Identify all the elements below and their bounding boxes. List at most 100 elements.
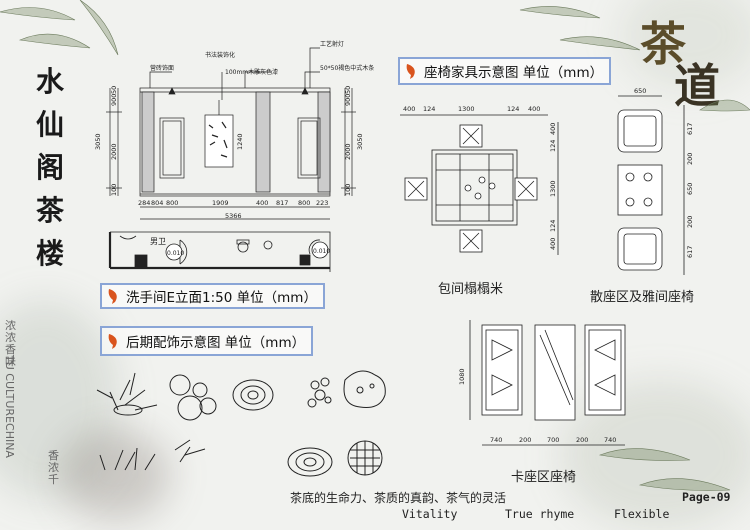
plan-tag: 0.010 (313, 248, 330, 255)
grass-icon (99, 439, 206, 471)
dim-text: 124 (507, 105, 519, 113)
dim-text: 3050 (356, 133, 364, 150)
kazuo-dims: 1080 740 200 700 200 740 (458, 368, 616, 444)
koi-fish-icon (406, 64, 415, 79)
side-text-cn: 浓浓香味 (5, 319, 16, 368)
koi-fish-icon (108, 334, 117, 349)
dim-text: 400 (256, 199, 268, 207)
dim-text: 800 (166, 199, 178, 207)
dim-text: 50 (110, 86, 118, 94)
dim-text: 1240 (236, 133, 244, 150)
tatami-cushions (404, 124, 538, 253)
dim-text: 50 (344, 86, 352, 94)
ink-wash-bg (620, 0, 750, 90)
note-text: 工艺射灯 (320, 40, 344, 48)
pebbles-icon (307, 377, 332, 408)
dim-text: 400 (528, 105, 540, 113)
dim-text: 1909 (212, 199, 229, 207)
dim-text: 650 (634, 87, 646, 95)
dim-text: 617 (686, 123, 694, 135)
section-badge-decor: 后期配饰示意图 单位（mm） (100, 326, 314, 356)
title-char: 茶 (35, 194, 64, 227)
footer-word: Vitality (402, 507, 458, 521)
dim-text: 817 (276, 199, 288, 207)
sanzuo-chairs (617, 95, 685, 275)
dim-text: 740 (490, 436, 502, 444)
plan-tag: 0.010 (167, 250, 184, 257)
dim-text: 200 (686, 153, 694, 165)
tatami-dims: 400 124 1300 124 400 400 124 1300 124 40… (403, 105, 557, 250)
vertical-title: 水 仙 阁 茶 楼 (30, 60, 70, 275)
dim-text: 5366 (225, 212, 242, 220)
note-text: 100mm木雕灰色漆 (225, 68, 278, 76)
side-text-cn2: 香浓千 (48, 449, 59, 486)
dim-text: 804 (151, 199, 163, 207)
logo-char: 茶 (640, 17, 686, 71)
dim-text: 124 (549, 140, 557, 152)
dim-text: 740 (604, 436, 616, 444)
dim-text: 400 (403, 105, 415, 113)
footer-slogan: 茶底的生命力、茶质的真韵、茶气的灵活 (290, 491, 507, 505)
dim-text: 200 (686, 216, 694, 228)
stone-icon (232, 379, 274, 411)
tatami-plan (400, 114, 559, 255)
dim-text: 400 (549, 238, 557, 250)
footer-word: Flexible (614, 507, 670, 521)
dim-text: 124 (423, 105, 435, 113)
section-badge-elevation: 洗手间E立面1:50 单位（mm） (100, 283, 325, 309)
dim-text: 700 (547, 436, 559, 444)
side-text: 浓浓香味 (5, 320, 19, 368)
dim-text: 800 (298, 199, 310, 207)
dim-text: 617 (686, 246, 694, 258)
caption-tatami: 包间榻榻米 (438, 282, 504, 297)
dim-text: 1080 (458, 368, 466, 385)
elevation-notes: 营砖饰面 书法装饰化 100mm木雕灰色漆 工艺射灯 50*50褐色中式木条 (150, 40, 374, 76)
dim-text: 284 (138, 199, 150, 207)
footer-word: True rhyme (505, 507, 575, 521)
dim-text: 1300 (458, 105, 475, 113)
booth-table-icon (534, 324, 576, 421)
section-badge-furniture: 座椅家具示意图 单位（mm） (398, 57, 612, 85)
lattice-window-icon (347, 440, 383, 476)
dim-text: 2000 (110, 143, 118, 160)
dim-text: 900 (110, 94, 118, 106)
decor-sketches (96, 370, 386, 477)
section-title: 后期配饰示意图 单位（mm） (126, 335, 306, 351)
note-text: 50*50褐色中式木条 (320, 64, 374, 72)
logo-char: 道 (674, 59, 720, 113)
plant-icon (96, 372, 158, 416)
dim-text: 900 (344, 94, 352, 106)
sanzuo-dims: 650 617 200 650 200 617 (634, 87, 694, 258)
section-title: 洗手间E立面1:50 单位（mm） (126, 290, 317, 306)
kazuo-booth (469, 320, 626, 446)
side-text: 香浓千 (48, 450, 62, 486)
ripple-icon (287, 447, 333, 477)
caption-sanzuo: 散座区及雅间座椅 (590, 290, 695, 305)
tea-table-icon (617, 164, 663, 216)
note-text: 营砖饰面 (150, 64, 174, 72)
dim-text: 200 (519, 436, 531, 444)
tea-bowl-wash (60, 430, 170, 520)
page-number: Page-09 (682, 490, 731, 504)
rockery-icon (343, 370, 386, 408)
dim-text: 3050 (94, 133, 102, 150)
dim-text: 100 (344, 184, 352, 196)
restroom-elevation (106, 47, 356, 220)
note-text: 书法装饰化 (205, 51, 235, 59)
dim-text: 400 (549, 123, 557, 135)
dim-text: 1300 (549, 180, 557, 197)
plan-room-label: 男卫 (150, 237, 166, 246)
dim-text: 650 (686, 183, 694, 195)
caption-kazuo: 卡座区座椅 (511, 470, 577, 485)
title-char: 仙 (35, 108, 64, 141)
rings-icon (169, 374, 217, 421)
dim-text: 100 (110, 184, 118, 196)
dim-text: 2000 (344, 143, 352, 160)
koi-fish-icon (108, 289, 117, 304)
elevation-dims: 3050 900 50 2000 100 900 50 2000 100 305… (94, 86, 364, 220)
bamboo-leaves-icon (0, 0, 750, 491)
dim-text: 200 (576, 436, 588, 444)
title-char: 阁 (35, 151, 64, 184)
tea-logo: 茶 道 (634, 8, 732, 113)
